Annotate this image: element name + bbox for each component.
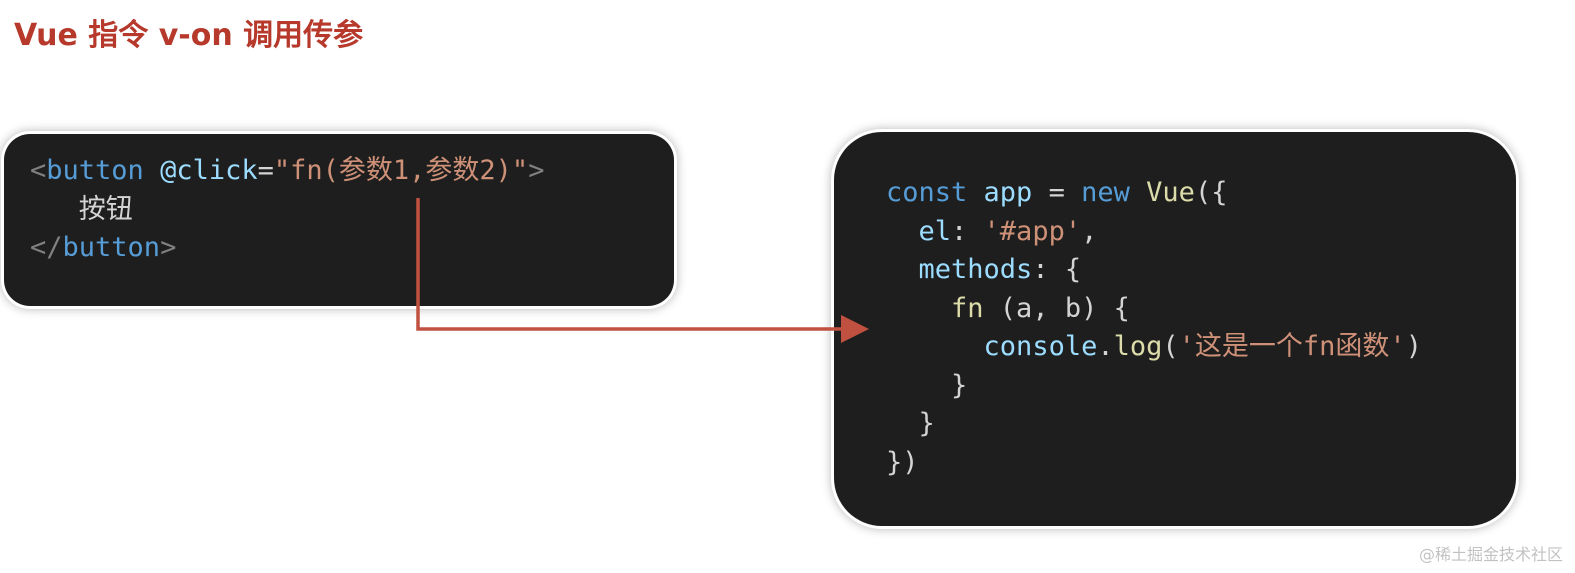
space — [967, 177, 983, 208]
function-name-fn: fn — [951, 292, 984, 324]
code-line-close-methods: } — [886, 405, 1516, 444]
open-bracket: < — [30, 155, 47, 186]
code-line-close-vue: }) — [886, 444, 1516, 483]
code-line-button-close: </button> — [30, 229, 674, 268]
tag-name: button — [62, 232, 161, 263]
watermark: @稀土掘金技术社区 — [1418, 545, 1563, 564]
equals-sign: = — [257, 155, 274, 186]
indent — [886, 408, 919, 439]
close-bracket: > — [528, 155, 545, 186]
object-console: console — [983, 331, 1098, 362]
indent — [886, 254, 919, 285]
code-line-methods: methods: { — [886, 251, 1516, 290]
space — [1130, 177, 1146, 208]
code-line-const-app: const app = new Vue({ — [886, 174, 1516, 213]
tag-name: button — [46, 155, 144, 186]
punctuation: ({ — [1194, 177, 1228, 208]
handler-call-with-args: "fn(参数1,参数2)" — [273, 155, 529, 186]
close-bracket: > — [160, 232, 177, 263]
comma: , — [1081, 215, 1098, 247]
colon: : — [951, 215, 984, 247]
template-code-block: <button @click="fn(参数1,参数2)"> 按钮</button… — [4, 134, 674, 306]
function-params: (a, b) { — [983, 292, 1130, 324]
property-el: el — [918, 215, 952, 247]
code-line-close-fn: } — [886, 367, 1516, 406]
close-brace: } — [918, 408, 935, 439]
button-text: 按钮 — [78, 193, 133, 225]
method-log: log — [1113, 331, 1163, 362]
indent — [886, 216, 919, 247]
code-line-el: el: '#app', — [886, 213, 1516, 252]
string-app-selector: '#app' — [983, 215, 1082, 247]
slide-title: Vue 指令 v-on 调用传参 — [14, 18, 364, 53]
variable-app: app — [983, 177, 1033, 208]
code-line-fn-definition: fn (a, b) { — [886, 290, 1516, 329]
keyword-new: new — [1081, 177, 1130, 208]
colon: : — [1032, 254, 1065, 285]
code-line-console-log: console.log('这是一个fn函数') — [886, 328, 1516, 367]
open-brace: { — [1064, 254, 1082, 285]
space — [144, 155, 160, 186]
string-log-message: '这是一个fn函数' — [1178, 331, 1406, 362]
class-vue: Vue — [1146, 177, 1195, 208]
dot: . — [1097, 331, 1114, 362]
code-line-button-text: 按钮 — [30, 191, 674, 230]
close-brace: } — [951, 369, 968, 401]
property-methods: methods — [918, 254, 1033, 285]
code-line-button-open: <button @click="fn(参数1,参数2)"> — [30, 152, 674, 191]
indent — [886, 293, 951, 324]
assign-operator: = — [1032, 177, 1082, 208]
close-punctuation: }) — [886, 446, 919, 478]
indent — [886, 331, 984, 362]
open-bracket: </ — [30, 232, 63, 263]
open-paren: ( — [1162, 331, 1179, 362]
indent — [30, 194, 79, 225]
indent — [886, 370, 951, 401]
click-directive: @click — [160, 155, 258, 186]
keyword-const: const — [886, 177, 968, 208]
script-code-block: const app = new Vue({ el: '#app', method… — [834, 132, 1516, 526]
close-paren: ) — [1405, 331, 1422, 362]
